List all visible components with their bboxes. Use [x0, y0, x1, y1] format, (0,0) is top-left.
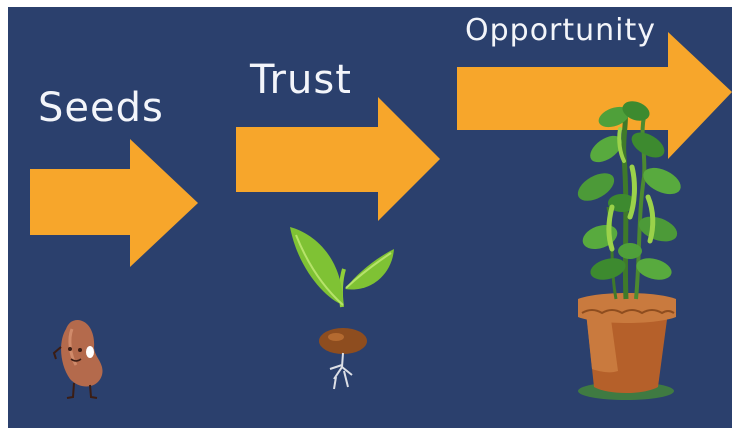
sprout-seedling-icon: [290, 227, 394, 390]
stage-label-seeds: Seeds: [38, 85, 164, 131]
bean-seed-character-icon: [52, 320, 103, 399]
potted-bean-plant-icon: [577, 101, 681, 400]
stage-label-opportunity: Opportunity: [465, 13, 657, 48]
arrow-trust: [236, 97, 440, 221]
arrow-opportunity: [457, 32, 732, 159]
seeds-trust-opportunity-diagram: Seeds Trust Opportunity: [8, 7, 732, 428]
stage-label-trust: Trust: [250, 57, 352, 103]
diagram-graphics: [30, 32, 732, 400]
arrow-seeds: [30, 139, 198, 267]
